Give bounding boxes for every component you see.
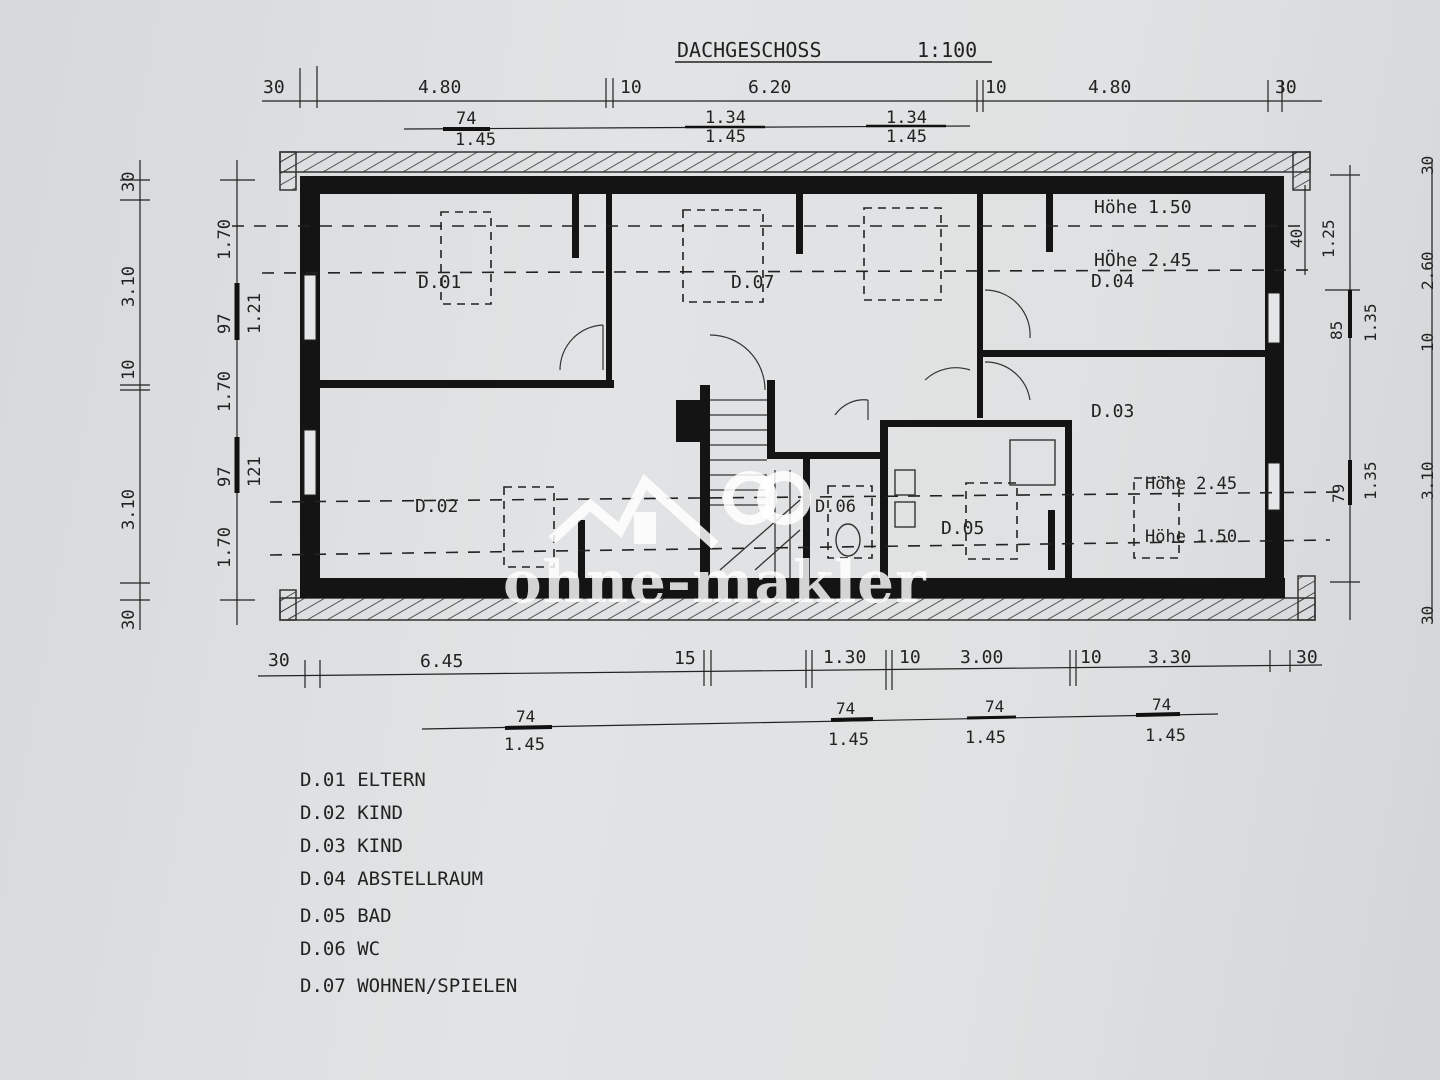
top-window-dimensions: 74 1.45 1.34 1.45 1.34 1.45 bbox=[403, 108, 971, 150]
svg-text:10: 10 bbox=[1418, 333, 1437, 352]
svg-text:15: 15 bbox=[674, 648, 696, 669]
bottom-window-dimensions: 74 1.45 74 1.45 74 1.45 74 1.45 bbox=[421, 695, 1219, 755]
svg-text:HÖhe 2.45: HÖhe 2.45 bbox=[1094, 249, 1192, 271]
svg-text:1.45: 1.45 bbox=[886, 127, 927, 147]
bottom-dimension-labels: 30 6.45 15 1.30 10 3.00 10 3.30 30 bbox=[268, 647, 1318, 672]
svg-text:121: 121 bbox=[245, 456, 265, 487]
svg-text:3.30: 3.30 bbox=[1148, 647, 1191, 668]
svg-text:1.70: 1.70 bbox=[215, 527, 235, 568]
svg-text:30: 30 bbox=[1418, 156, 1437, 175]
svg-text:1.35: 1.35 bbox=[1361, 303, 1380, 342]
legend-item: D.06 WC bbox=[300, 938, 381, 960]
legend-item: D.04 ABSTELLRAUM bbox=[300, 868, 484, 890]
svg-text:1.45: 1.45 bbox=[455, 130, 496, 150]
svg-text:10: 10 bbox=[1080, 647, 1102, 668]
svg-text:10: 10 bbox=[985, 77, 1007, 98]
skylights bbox=[440, 207, 1180, 568]
svg-text:10: 10 bbox=[899, 647, 921, 668]
svg-text:6.20: 6.20 bbox=[748, 77, 791, 98]
svg-text:3.10: 3.10 bbox=[119, 266, 139, 307]
sanitary-fixtures bbox=[835, 439, 1056, 557]
svg-text:30: 30 bbox=[1296, 647, 1318, 668]
svg-text:1.45: 1.45 bbox=[965, 728, 1006, 748]
svg-text:Höhe 2.45: Höhe 2.45 bbox=[1145, 474, 1237, 494]
svg-text:97: 97 bbox=[215, 467, 235, 487]
svg-text:D.02: D.02 bbox=[415, 496, 458, 517]
plan-title: DACHGESCHOSS 1:100 bbox=[675, 38, 992, 63]
svg-text:1.34: 1.34 bbox=[705, 108, 746, 128]
top-dimension-chain bbox=[262, 66, 1322, 112]
svg-text:30: 30 bbox=[119, 172, 139, 192]
side-windows bbox=[303, 274, 1281, 511]
svg-text:Höhe 1.50: Höhe 1.50 bbox=[1094, 197, 1192, 218]
svg-text:10: 10 bbox=[119, 360, 139, 380]
svg-text:D.04: D.04 bbox=[1091, 271, 1134, 292]
svg-text:D.03: D.03 bbox=[1091, 401, 1134, 422]
svg-text:3.10: 3.10 bbox=[1418, 461, 1437, 500]
watermark-logo-icon bbox=[548, 471, 811, 549]
svg-text:30: 30 bbox=[119, 610, 139, 630]
door-swings bbox=[559, 289, 1031, 420]
watermark-text: ohne-makler bbox=[503, 548, 927, 616]
svg-text:74: 74 bbox=[836, 699, 855, 718]
top-dimension-labels: 30 4.80 10 6.20 10 4.80 30 bbox=[263, 77, 1297, 98]
svg-text:10: 10 bbox=[620, 77, 642, 98]
svg-text:D.05: D.05 bbox=[941, 518, 984, 539]
room-legend: D.01 ELTERN D.02 KIND D.03 KIND D.04 ABS… bbox=[300, 764, 517, 1003]
svg-text:1.34: 1.34 bbox=[886, 108, 927, 128]
svg-text:3.00: 3.00 bbox=[960, 647, 1003, 668]
legend-item: D.01 ELTERN bbox=[300, 769, 426, 791]
left-dimension-chain bbox=[120, 160, 255, 630]
svg-text:74: 74 bbox=[456, 109, 476, 129]
svg-text:74: 74 bbox=[985, 697, 1004, 716]
svg-text:3.10: 3.10 bbox=[119, 489, 139, 530]
height-labels: Höhe 1.50 HÖhe 2.45 Höhe 2.45 Höhe 1.50 bbox=[1094, 197, 1237, 547]
left-dimension-labels: 30 3.10 10 3.10 30 1.70 97 1.21 1.70 97 … bbox=[119, 172, 265, 630]
legend-item: D.02 KIND bbox=[300, 802, 403, 824]
svg-text:74: 74 bbox=[1152, 695, 1171, 714]
svg-text:1.45: 1.45 bbox=[504, 735, 545, 755]
svg-text:D.06: D.06 bbox=[815, 497, 856, 517]
right-dimension-labels: 40 1.25 85 1.35 79 1.35 30 2.60 10 3.10 … bbox=[1287, 156, 1437, 625]
svg-text:2.60: 2.60 bbox=[1418, 251, 1437, 290]
bottom-dimension-chain bbox=[257, 650, 1323, 690]
svg-text:30: 30 bbox=[268, 650, 290, 671]
legend-item: D.07 WOHNEN/SPIELEN bbox=[300, 975, 518, 997]
svg-text:1.45: 1.45 bbox=[705, 127, 746, 147]
svg-text:97: 97 bbox=[215, 314, 235, 334]
height-dashed-lines bbox=[232, 225, 1346, 556]
svg-text:1.45: 1.45 bbox=[1145, 726, 1186, 746]
svg-text:1.25: 1.25 bbox=[1319, 219, 1338, 258]
svg-text:DACHGESCHOSS: DACHGESCHOSS bbox=[677, 38, 822, 62]
svg-text:1.70: 1.70 bbox=[215, 219, 235, 260]
svg-text:6.45: 6.45 bbox=[420, 651, 463, 672]
svg-text:30: 30 bbox=[263, 77, 285, 98]
right-dimension-chain bbox=[1304, 160, 1433, 620]
svg-text:4.80: 4.80 bbox=[418, 77, 461, 98]
svg-text:D.01: D.01 bbox=[418, 272, 461, 293]
svg-text:Höhe 1.50: Höhe 1.50 bbox=[1145, 527, 1237, 547]
room-labels: D.01 D.02 D.03 D.04 D.05 D.06 D.07 bbox=[415, 271, 1134, 539]
svg-text:40: 40 bbox=[1287, 229, 1306, 248]
svg-text:4.80: 4.80 bbox=[1088, 77, 1131, 98]
roof-overhang-hatch bbox=[279, 151, 1316, 621]
svg-text:79: 79 bbox=[1329, 484, 1348, 503]
svg-text:1:100: 1:100 bbox=[917, 38, 977, 62]
svg-text:1.21: 1.21 bbox=[245, 293, 265, 334]
svg-text:1.70: 1.70 bbox=[215, 371, 235, 412]
svg-text:1.30: 1.30 bbox=[823, 647, 866, 668]
svg-text:1.45: 1.45 bbox=[828, 730, 869, 750]
svg-text:30: 30 bbox=[1418, 606, 1437, 625]
svg-text:74: 74 bbox=[516, 707, 535, 726]
svg-text:30: 30 bbox=[1275, 77, 1297, 98]
interior-walls bbox=[320, 194, 1265, 580]
svg-text:1.35: 1.35 bbox=[1361, 461, 1380, 500]
legend-item: D.03 KIND bbox=[300, 835, 403, 857]
svg-text:85: 85 bbox=[1327, 321, 1346, 340]
svg-text:D.07: D.07 bbox=[731, 272, 774, 293]
legend-item: D.05 BAD bbox=[300, 905, 392, 927]
